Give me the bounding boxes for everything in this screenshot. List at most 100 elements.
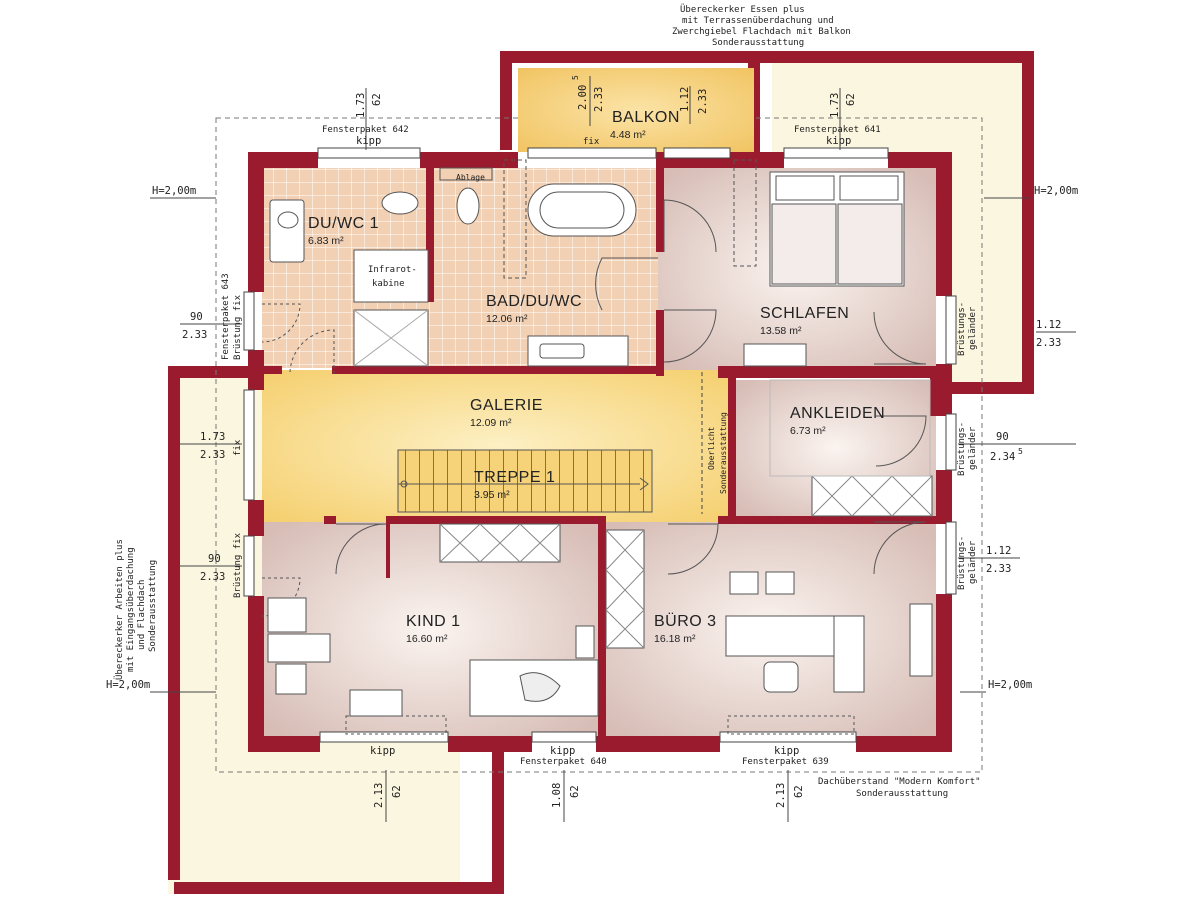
infrarot-label-2: kabine [372,279,405,289]
fp643-brust: Brüstung fix [233,294,243,360]
doors [261,199,927,617]
dim-233-left3: 2.33 [200,571,225,583]
buero-name: BÜRO 3 [654,612,717,630]
duwc-wc [381,191,419,215]
br-note-1: Dachüberstand "Modern Komfort" [818,777,981,787]
dim-62-bottom3: 62 [793,785,805,798]
kind-name: KIND 1 [406,613,461,630]
dim-90-left1: 90 [190,311,203,323]
galerie-area: 12.09 m² [470,417,512,429]
balkon-floor [518,68,754,152]
h200-right-bottom: H=2,00m [988,679,1032,691]
fp641-label: Fensterpaket 641 [794,125,881,135]
buero-shelf [605,529,645,649]
room-labels: DU/WC 1 6.83 m² BAD/DU/WC 12.06 m² SCHLA… [308,109,885,645]
dimension-lines [150,76,1076,822]
dim-213-bottom1: 2.13 [373,783,385,808]
duwc-name: DU/WC 1 [308,215,379,232]
bad-wc [456,187,480,225]
bad-name: BAD/DU/WC [486,293,582,310]
furniture [267,171,933,735]
dim-112-right3: 1.12 [986,545,1011,557]
walls [248,152,952,752]
left-note-4: Sonderausstattung [148,560,158,652]
brust-gel-3a: Brüstungs- [957,536,967,590]
fp643-label: Fensterpaket 643 [221,273,231,360]
dim-233-left1: 2.33 [182,329,207,341]
h200-left-bottom: H=2,00m [106,679,150,691]
balkon-area: 4.48 m² [610,129,646,141]
dim-173-topright: 1.73 [829,93,841,118]
br-note-2: Sonderausstattung [856,789,948,799]
windows [243,147,957,743]
dim-90-right2: 90 [996,431,1009,443]
brust-gel-3b: geländer [968,540,978,584]
brust-gel-1a: Brüstungs- [957,302,967,356]
kind-area: 16.60 m² [406,633,448,645]
dim-233-left2: 2.33 [200,449,225,461]
top-note-1: Übereckerker Essen plus [680,4,805,15]
h200-right-top: H=2,00m [1034,185,1078,197]
staircase [397,449,653,513]
dim-233-right1: 2.33 [1036,337,1061,349]
buero-desk [725,615,835,657]
kipp-641: kipp [826,135,851,147]
buero-area: 16.18 m² [654,633,696,645]
fix-left: fix [233,439,243,456]
dim-112-balkon: 1.12 [679,87,691,112]
dim-108-bottom2: 1.08 [551,783,563,808]
ankleiden-area: 6.73 m² [790,425,826,437]
balkon-fix-label: fix [583,137,600,147]
ankleiden-name: ANKLEIDEN [790,405,885,422]
schlafen-area: 13.58 m² [760,325,802,337]
dim-213-bottom3: 2.13 [775,783,787,808]
dim-233-balkon-r: 2.33 [697,89,709,114]
dim-173-left2: 1.73 [200,431,225,443]
brust-fix-left: Brüstung fix [233,532,243,598]
kipp-640: kipp [550,745,575,757]
dim-62-bottom1: 62 [391,785,403,798]
top-note-2: mit Terrassenüberdachung und [682,16,834,26]
brust-gel-2b: geländer [968,426,978,470]
duwc-area: 6.83 m² [308,235,344,247]
bad-area: 12.06 m² [486,313,528,325]
parapets [168,51,1034,894]
top-note-3: Zwerchgiebel Flachdach mit Balkon [672,27,851,37]
kipp-640-left: kipp [370,745,395,757]
fp639-label: Fensterpaket 639 [742,757,829,767]
balkon-name: BALKON [612,109,680,126]
schlafen-name: SCHLAFEN [760,305,849,322]
left-note-3: und Flachdach [137,580,147,650]
ablage-label: Ablage [456,173,485,182]
dim-62-bottom2: 62 [569,785,581,798]
dim-5-right2: 5 [1018,447,1023,456]
duwc-sink [269,199,305,263]
left-note-1: Übereckerker Arbeiten plus [114,539,125,680]
infrarot-kabine [353,249,429,303]
left-note-2: mit Eingangsüberdachung [126,547,136,672]
kipp-639: kipp [774,745,799,757]
treppe-area: 3.95 m² [474,489,510,501]
dim-62-topright: 62 [845,93,857,106]
oberlicht-1: Oberlicht [707,426,716,470]
treppe-name: TREPPE 1 [474,469,555,486]
dim-233-balkon: 2.33 [593,87,605,112]
dim-233-right3: 2.33 [986,563,1011,575]
dim-234-right2: 2.34 [990,451,1015,463]
annotations: Infrarot- kabine Ablage fix Fensterpaket… [106,4,1078,808]
dim-112-right1: 1.12 [1036,319,1061,331]
top-note-4: Sonderausstattung [712,38,804,48]
brust-gel-1b: geländer [968,306,978,350]
brust-gel-2a: Brüstungs- [957,422,967,476]
kipp-642: kipp [356,135,381,147]
top-right-terrace [772,58,1032,154]
h200-left-top: H=2,00m [152,185,196,197]
dim-5-balkon: 5 [571,75,580,80]
fp642-label: Fensterpaket 642 [322,125,409,135]
bathroom-fixtures [269,159,757,367]
dim-90-left3: 90 [208,553,221,565]
dim-62-top: 62 [371,93,383,106]
dim-200-balkon: 2.00 [577,85,589,110]
galerie-name: GALERIE [470,397,543,414]
